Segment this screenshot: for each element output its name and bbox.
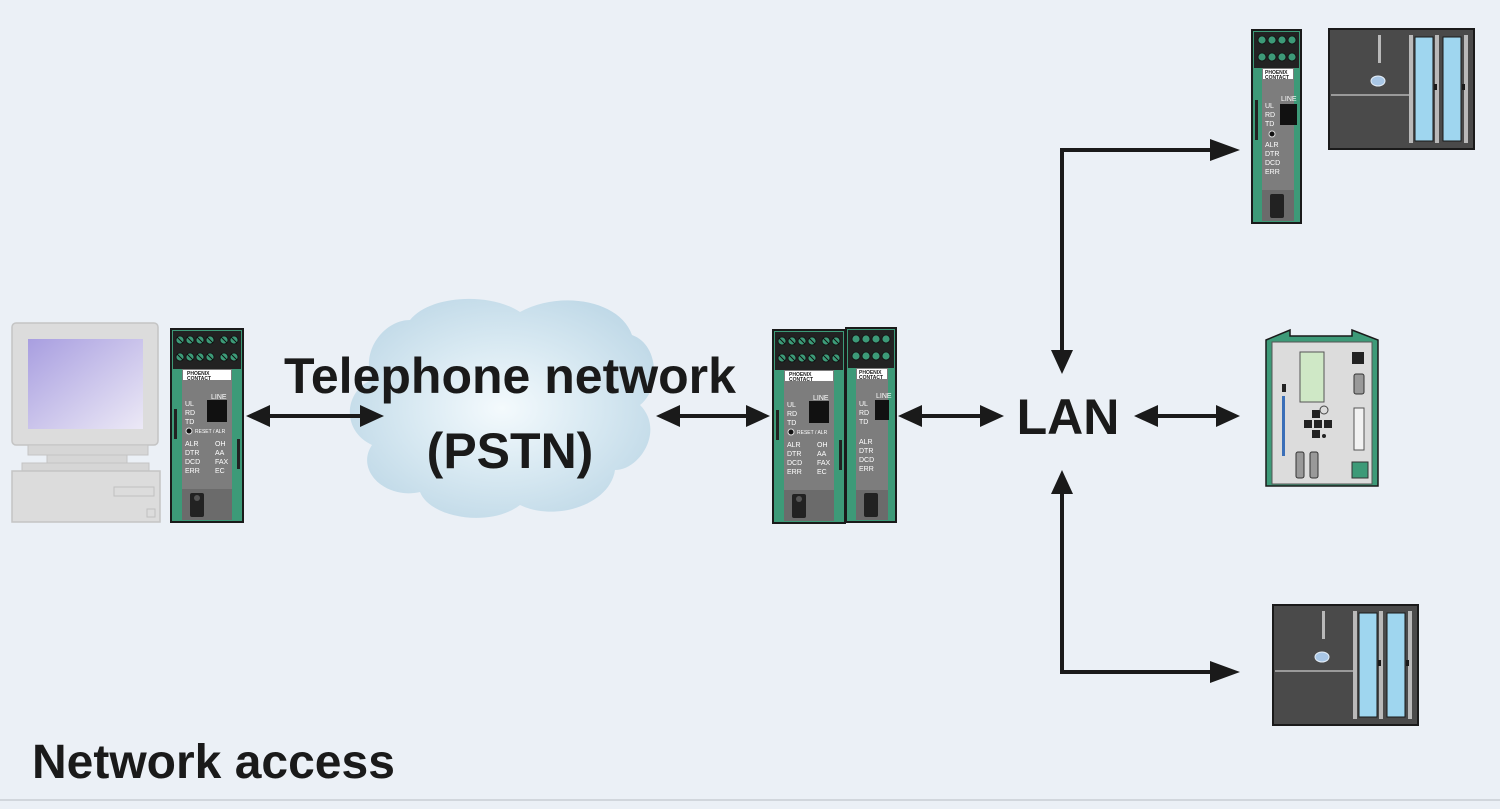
arrowhead-right [1216, 405, 1240, 427]
modem-top-right: PHOENIX CONTACT LINE UL RD TD ALR DTR DC… [1251, 29, 1302, 224]
led-label: DCD [1265, 160, 1280, 167]
arrowhead-left [898, 405, 922, 427]
arrow-lan-top [1060, 148, 1212, 352]
arrowhead-right [360, 405, 384, 427]
arrowhead-left [246, 405, 270, 427]
led-label: DCD [185, 459, 200, 466]
plc-icon [1272, 604, 1419, 726]
module-brand-2: CONTACT [1265, 75, 1289, 81]
reset-label: RESET / ALR [797, 430, 828, 436]
page-title: Network access [32, 736, 395, 789]
led-label: AA [817, 451, 827, 458]
led-label: DCD [859, 457, 874, 464]
led-label: ALR [185, 441, 199, 448]
led-label: TD [859, 419, 868, 426]
modem-icon [170, 328, 244, 523]
reset-button-icon [1268, 130, 1276, 138]
led-label: ALR [787, 442, 801, 449]
led-label: FAX [817, 460, 831, 467]
led-label: RD [185, 410, 195, 417]
pc-icon [11, 322, 161, 523]
module-line-label: LINE [1281, 96, 1297, 103]
arrowhead-right [1210, 661, 1240, 683]
lan-label: LAN [1017, 389, 1120, 445]
arrowhead-left [656, 405, 680, 427]
arrowhead-down [1051, 350, 1073, 374]
cloud-label-line2: (PSTN) [427, 423, 594, 479]
led-label: EC [215, 468, 225, 475]
led-label: DCD [787, 460, 802, 467]
led-label: ALR [859, 439, 873, 446]
module-line-label: LINE [876, 393, 892, 400]
arrowhead-left [1134, 405, 1158, 427]
modem-brand: PHOENIX [187, 371, 210, 377]
modem-brand-2: CONTACT [789, 377, 813, 383]
module-brand: PHOENIX [1265, 70, 1288, 76]
cloud-icon [349, 298, 655, 518]
led-label: RD [787, 411, 797, 418]
led-label: ERR [1265, 169, 1280, 176]
led-label: EC [817, 469, 827, 476]
led-label: DTR [1265, 151, 1279, 158]
modem-icon [772, 329, 846, 524]
reset-label: RESET / ALR [195, 429, 226, 435]
reset-button-icon [185, 427, 193, 435]
led-label: DTR [185, 450, 199, 457]
led-label: UL [1265, 103, 1274, 110]
arrow-lan-bottom [1060, 494, 1212, 674]
led-label: OH [817, 442, 828, 449]
led-label: UL [859, 401, 868, 408]
led-label: AA [215, 450, 225, 457]
led-label: ERR [787, 469, 802, 476]
arrowhead-right [1210, 139, 1240, 161]
led-label: UL [787, 402, 796, 409]
controller-icon [1265, 328, 1379, 487]
modem-brand-2: CONTACT [187, 376, 211, 382]
modem-center: PHOENIX CONTACT LINE UL RD TD RESET / AL… [772, 329, 846, 524]
modem-brand: PHOENIX [789, 372, 812, 378]
reset-button-icon [787, 428, 795, 436]
ethernet-module: PHOENIX CONTACT LINE UL RD TD ALR DTR DC… [845, 327, 897, 523]
arrowhead-up [1051, 470, 1073, 494]
led-label: ERR [185, 468, 200, 475]
led-label: TD [1265, 121, 1274, 128]
led-label: OH [215, 441, 226, 448]
modem-line-label: LINE [211, 394, 227, 401]
module-brand-2: CONTACT [859, 375, 883, 381]
led-label: DTR [787, 451, 801, 458]
cloud-label-line1: Telephone network [284, 348, 736, 404]
modem-line-label: LINE [813, 395, 829, 402]
led-label: TD [185, 419, 194, 426]
arrowhead-right [980, 405, 1004, 427]
plc-icon [1328, 28, 1475, 150]
module-brand: PHOENIX [859, 370, 882, 376]
led-label: RD [859, 410, 869, 417]
led-label: DTR [859, 448, 873, 455]
led-label: ALR [1265, 142, 1279, 149]
led-label: UL [185, 401, 194, 408]
led-label: TD [787, 420, 796, 427]
arrowhead-right [746, 405, 770, 427]
led-label: RD [1265, 112, 1275, 119]
modem-pc: PHOENIX CONTACT LINE UL RD TD RESET / AL… [170, 328, 244, 523]
led-label: FAX [215, 459, 229, 466]
connector-arrows [246, 139, 1240, 683]
led-label: ERR [859, 466, 874, 473]
